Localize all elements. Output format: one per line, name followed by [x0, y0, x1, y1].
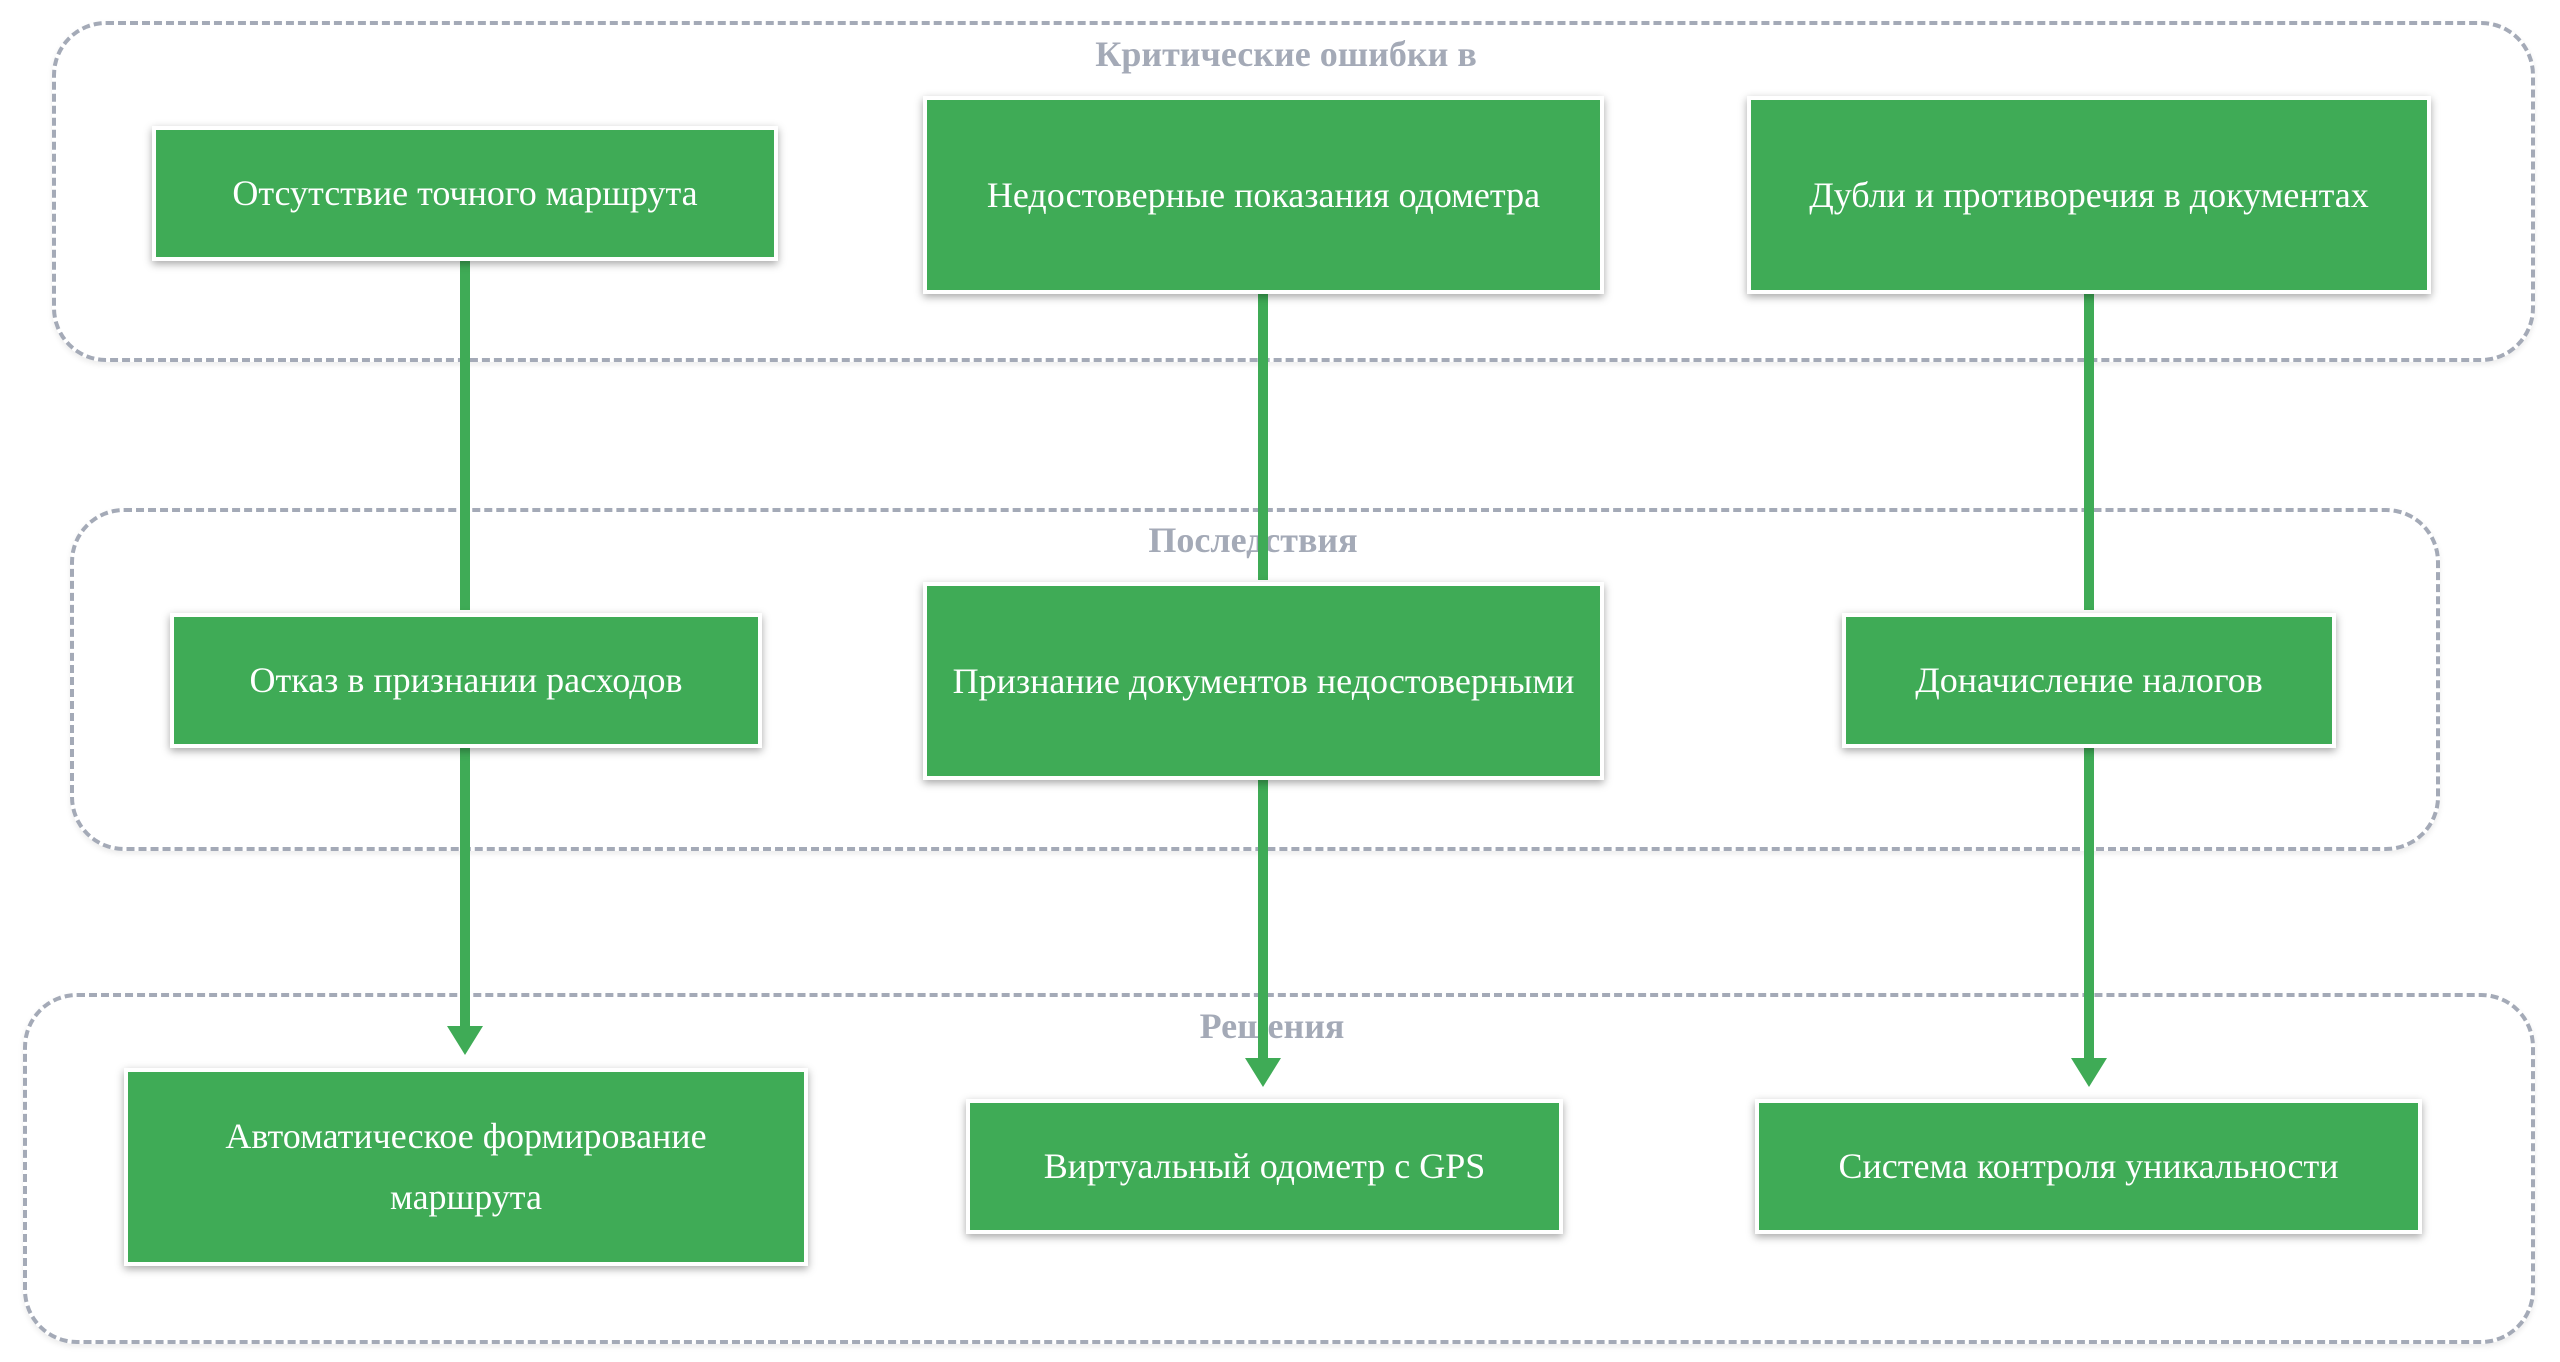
node-documents-unreliable: Признание документов недостоверными: [923, 582, 1604, 780]
node-automatic-route: Автоматическое формирование маршрута: [124, 1068, 808, 1266]
node-no-accurate-route: Отсутствие точного маршрута: [152, 126, 778, 261]
arrow-expense-refusal-to-auto-route: [447, 748, 483, 1055]
node-duplicates-contradictions: Дубли и противоречия в документах: [1747, 96, 2431, 294]
group-title-consequences: Последствия: [1148, 520, 1358, 560]
node-uniqueness-control: Система контроля уникальности: [1755, 1099, 2422, 1234]
group-title-solutions: Решения: [1199, 1006, 1345, 1046]
group-solutions: [23, 993, 2535, 1344]
node-unreliable-odometer: Недостоверные показания одометра: [923, 96, 1604, 294]
arrow-tax-charge-to-uniqueness: [2071, 748, 2107, 1087]
node-virtual-odometer-gps: Виртуальный одометр с GPS: [966, 1099, 1563, 1234]
arrow-docs-unreliable-to-virtual-odometer: [1245, 780, 1281, 1087]
node-expense-refusal: Отказ в признании расходов: [170, 613, 762, 748]
group-critical-errors: [52, 21, 2535, 362]
group-title-critical-errors: Критические ошибки в: [1095, 34, 1477, 74]
group-consequences: [70, 508, 2440, 851]
node-tax-additional-charge: Доначисление налогов: [1842, 613, 2336, 748]
